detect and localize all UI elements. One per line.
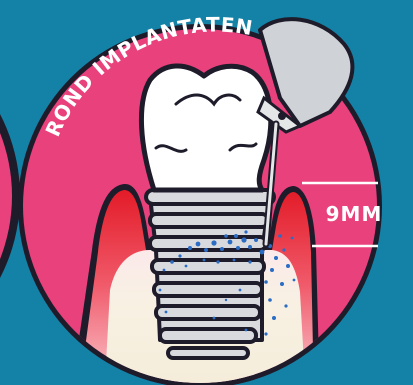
implant-threads — [146, 190, 274, 358]
tooth-crown — [141, 66, 270, 190]
implant-screw — [146, 190, 274, 358]
measurement-label: 9MM — [326, 202, 383, 226]
left-neighbor-badge — [0, 18, 20, 374]
